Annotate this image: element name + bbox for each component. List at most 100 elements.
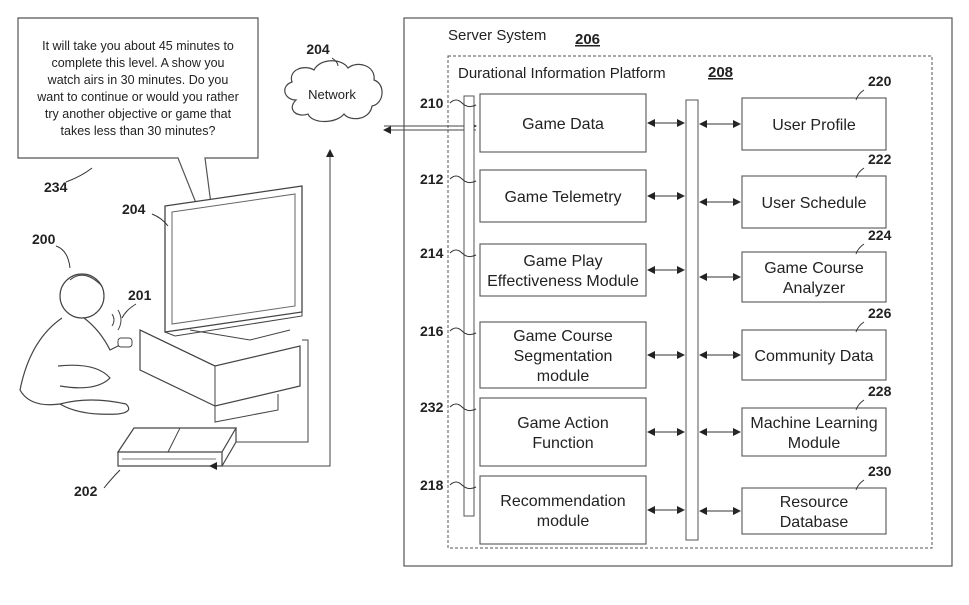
right-module-3: Community Data 226 xyxy=(699,305,892,381)
left-module-label: Game Action xyxy=(517,415,609,432)
right-module-label: Resource xyxy=(780,494,849,511)
game-console xyxy=(116,427,238,467)
ref-leader xyxy=(855,321,865,333)
left-module-1: Game Telemetry 212 xyxy=(420,169,685,223)
ref-leader xyxy=(449,327,477,336)
ref-speech-bubble: 234 xyxy=(44,179,68,195)
ref-leader xyxy=(449,175,477,184)
left-module-5: Recommendation module 218 xyxy=(420,475,685,545)
ref-leader xyxy=(449,99,477,108)
speech-line-6: takes less than 30 minutes? xyxy=(61,124,216,138)
right-module-box xyxy=(741,487,887,535)
left-module-ref: 216 xyxy=(420,323,444,339)
right-module-1: User Schedule 222 xyxy=(699,151,892,229)
display-illustration xyxy=(164,185,303,341)
platform-box xyxy=(447,55,933,549)
platform-title: Durational Information Platform xyxy=(458,65,666,82)
right-module-label: Analyzer xyxy=(783,280,846,297)
ref-leader xyxy=(449,249,477,258)
right-module-ref: 226 xyxy=(868,305,892,321)
left-module-label: Function xyxy=(532,435,593,452)
ref-mic: 201 xyxy=(128,287,152,303)
left-module-ref: 210 xyxy=(420,95,444,111)
right-module-ref: 222 xyxy=(868,151,892,167)
ref-leader xyxy=(449,403,477,412)
left-module-box xyxy=(479,475,647,545)
ref-display: 204 xyxy=(122,201,146,217)
right-module-label: User Profile xyxy=(772,117,856,134)
speech-line-5: try another objective or game that xyxy=(45,107,232,121)
ref-leader xyxy=(855,399,865,411)
ref-platform: 208 xyxy=(708,64,733,81)
left-module-ref: 218 xyxy=(420,477,444,493)
console-network-link xyxy=(205,149,334,470)
left-rail xyxy=(463,95,475,517)
left-module-ref: 232 xyxy=(420,399,444,415)
right-module-ref: 230 xyxy=(868,463,892,479)
right-module-box xyxy=(741,251,887,303)
network-cloud: Network xyxy=(284,60,383,123)
right-module-label: Database xyxy=(780,514,849,531)
ref-leader xyxy=(855,89,865,101)
speech-bubble: It will take you about 45 minutes to com… xyxy=(17,17,259,259)
left-module-box xyxy=(479,243,647,297)
right-module-box xyxy=(741,329,887,381)
left-module-ref: 214 xyxy=(420,245,444,261)
ref-user: 200 xyxy=(32,231,56,247)
left-module-label: Game Data xyxy=(522,116,604,133)
ref-console: 202 xyxy=(74,483,98,499)
left-module-box xyxy=(479,169,647,223)
ref-leader xyxy=(855,243,865,255)
left-module-label: Game Course xyxy=(513,328,613,345)
ref-server-system: 206 xyxy=(575,31,600,48)
speech-line-4: want to continue or would you rather xyxy=(36,90,239,104)
right-module-ref: 228 xyxy=(868,383,892,399)
left-module-label: Effectiveness Module xyxy=(487,273,639,290)
left-module-ref: 212 xyxy=(420,171,444,187)
left-module-label: module xyxy=(537,513,590,530)
right-module-box xyxy=(741,407,887,457)
user-figure xyxy=(19,273,133,415)
left-module-box xyxy=(479,397,647,467)
left-module-label: Segmentation xyxy=(514,348,613,365)
ref-leader xyxy=(855,167,865,179)
right-module-label: Machine Learning xyxy=(750,415,877,432)
right-module-0: User Profile 220 xyxy=(699,73,892,151)
tv-stand xyxy=(139,329,301,423)
right-module-ref: 224 xyxy=(868,227,892,243)
speech-line-3: watch airs in 30 minutes. Do you xyxy=(47,73,229,87)
speech-line-1: It will take you about 45 minutes to xyxy=(42,39,234,53)
left-module-label: module xyxy=(537,368,590,385)
right-module-box xyxy=(741,175,887,229)
ref-leader xyxy=(449,481,477,490)
speech-line-2: complete this level. A show you xyxy=(51,56,224,70)
voice-waves xyxy=(111,309,122,331)
right-module-label: Community Data xyxy=(754,348,873,365)
left-module-0: Game Data 210 xyxy=(420,93,685,153)
communication-bus xyxy=(685,99,699,541)
right-module-box xyxy=(741,97,887,151)
left-module-label: Game Telemetry xyxy=(504,189,621,206)
left-module-box xyxy=(479,321,647,389)
ref-network: 204 xyxy=(306,41,330,57)
left-module-label: Game Play xyxy=(523,253,602,270)
network-platform-link xyxy=(383,122,477,134)
left-module-box xyxy=(479,93,647,153)
right-module-label: Game Course xyxy=(764,260,864,277)
network-label: Network xyxy=(308,87,356,102)
left-module-label: Recommendation xyxy=(500,493,625,510)
server-system-title: Server System xyxy=(448,27,546,44)
right-module-label: User Schedule xyxy=(762,195,867,212)
right-module-label: Module xyxy=(788,435,841,452)
ref-leader xyxy=(855,479,865,491)
right-module-ref: 220 xyxy=(868,73,892,89)
